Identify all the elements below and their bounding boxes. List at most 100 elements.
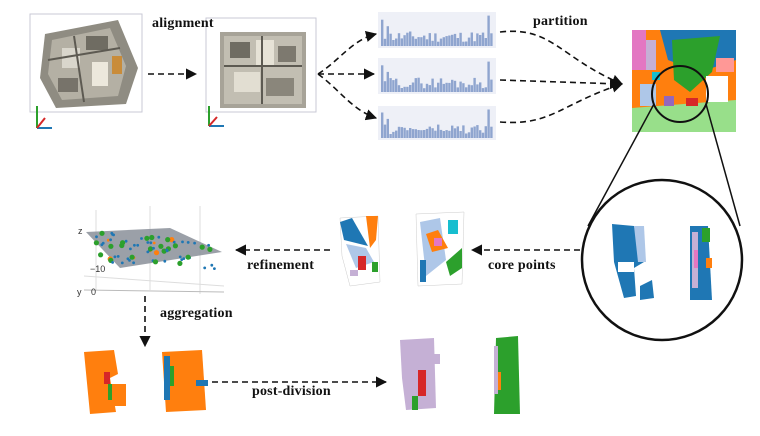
histogram-bar — [453, 80, 457, 92]
zoom-connector-line — [705, 103, 741, 227]
histogram-bar — [481, 88, 485, 92]
aggregation-panels — [84, 350, 208, 414]
histogram-bar — [414, 78, 417, 92]
histogram-bar — [397, 85, 401, 92]
histogram-bar — [451, 79, 454, 92]
histogram-bar — [476, 33, 479, 46]
histogram-bar — [470, 127, 473, 138]
scatter-point — [147, 246, 154, 252]
label-alignment: alignment — [152, 16, 214, 31]
scatter-point — [129, 254, 135, 260]
histogram-bar — [490, 79, 493, 92]
scatter-point — [169, 237, 175, 243]
scatter-point — [157, 235, 161, 239]
scatter-point — [110, 231, 114, 235]
histogram-bar — [459, 81, 462, 92]
histogram-bar — [397, 33, 401, 46]
scatter-point — [140, 237, 143, 240]
histogram-bar — [481, 32, 485, 46]
arrow-partition-middle — [499, 78, 622, 90]
histogram-bar — [428, 85, 431, 92]
histogram-bar — [392, 131, 395, 138]
histogram-bar — [431, 128, 434, 138]
scatter-point — [108, 243, 114, 249]
histogram-bar — [479, 82, 482, 92]
histogram-bar — [386, 118, 389, 138]
histogram-bar — [487, 15, 490, 46]
histogram-bar — [437, 82, 440, 92]
scatter-point — [106, 238, 110, 242]
histogram-bar — [476, 84, 479, 92]
histogram-bar — [448, 35, 451, 46]
histogram-bar — [381, 19, 384, 46]
histogram-bar — [414, 38, 417, 46]
scatter-point — [203, 266, 207, 270]
scatter-point — [158, 243, 164, 249]
scatter-point — [207, 246, 213, 252]
scatter-point — [172, 243, 178, 249]
histogram-bar — [442, 131, 445, 138]
histogram-bar — [406, 86, 409, 92]
axis-label-z: z — [78, 226, 83, 236]
scatter-point — [186, 241, 190, 244]
histogram-bar — [431, 78, 434, 92]
histogram-bar — [459, 131, 462, 138]
histogram-bar — [462, 41, 465, 46]
arrow-to-histogram-bottom — [317, 73, 378, 121]
histogram-bar — [448, 130, 451, 138]
histogram-bar — [417, 37, 420, 46]
scatter-point — [109, 238, 112, 242]
histogram-bar — [420, 37, 423, 46]
histogram-bar — [439, 38, 443, 46]
histogram-bar — [425, 128, 429, 138]
histogram-bar — [453, 33, 457, 46]
scatter-point — [111, 261, 114, 264]
histogram-bar — [490, 33, 493, 46]
scatter-point — [113, 255, 117, 259]
arrow-partition-bottom — [499, 81, 624, 124]
zoomed-slab-view — [580, 178, 744, 342]
histogram-bar — [411, 129, 415, 138]
histogram-bar — [453, 128, 457, 138]
scatter-point — [152, 246, 155, 250]
arrows — [139, 30, 624, 388]
histogram-bar — [445, 36, 448, 46]
label-post-division: post-division — [252, 384, 331, 399]
histogram-bar — [467, 37, 471, 46]
histogram-bar — [434, 130, 437, 138]
histogram-bar — [409, 31, 412, 46]
zoom-connector-line — [587, 103, 655, 227]
histogram-bar — [411, 36, 415, 46]
histogram-bar — [409, 85, 412, 92]
scatter-point — [172, 240, 176, 244]
histogram-bar — [462, 125, 465, 138]
histogram-bar — [425, 83, 429, 92]
histogram-bar — [456, 38, 459, 46]
histogram-bar — [423, 88, 426, 92]
histogram-bar — [434, 87, 437, 92]
histogram-bar — [473, 41, 476, 46]
scatter-point — [165, 249, 169, 253]
histogram-bar — [448, 82, 451, 92]
scatter-point — [136, 243, 140, 247]
scatter-point — [178, 255, 182, 259]
scatter-point — [213, 267, 216, 270]
histogram-bar — [445, 82, 448, 92]
label-partition: partition — [533, 14, 588, 29]
histogram-bar — [462, 83, 465, 92]
scatter-point — [132, 261, 136, 265]
histogram-bar — [406, 32, 409, 46]
histogram-bar — [487, 109, 490, 138]
histogram-bar — [470, 85, 473, 92]
histogram-bar — [386, 26, 389, 46]
histogram-bar — [451, 125, 454, 138]
scatter-point — [120, 261, 124, 265]
scatter-point — [193, 241, 197, 245]
histogram-bar — [383, 81, 387, 92]
histogram-bar — [381, 112, 384, 138]
histogram-bar — [417, 130, 420, 138]
histogram-bar — [383, 124, 387, 138]
scatter-point — [116, 255, 120, 258]
